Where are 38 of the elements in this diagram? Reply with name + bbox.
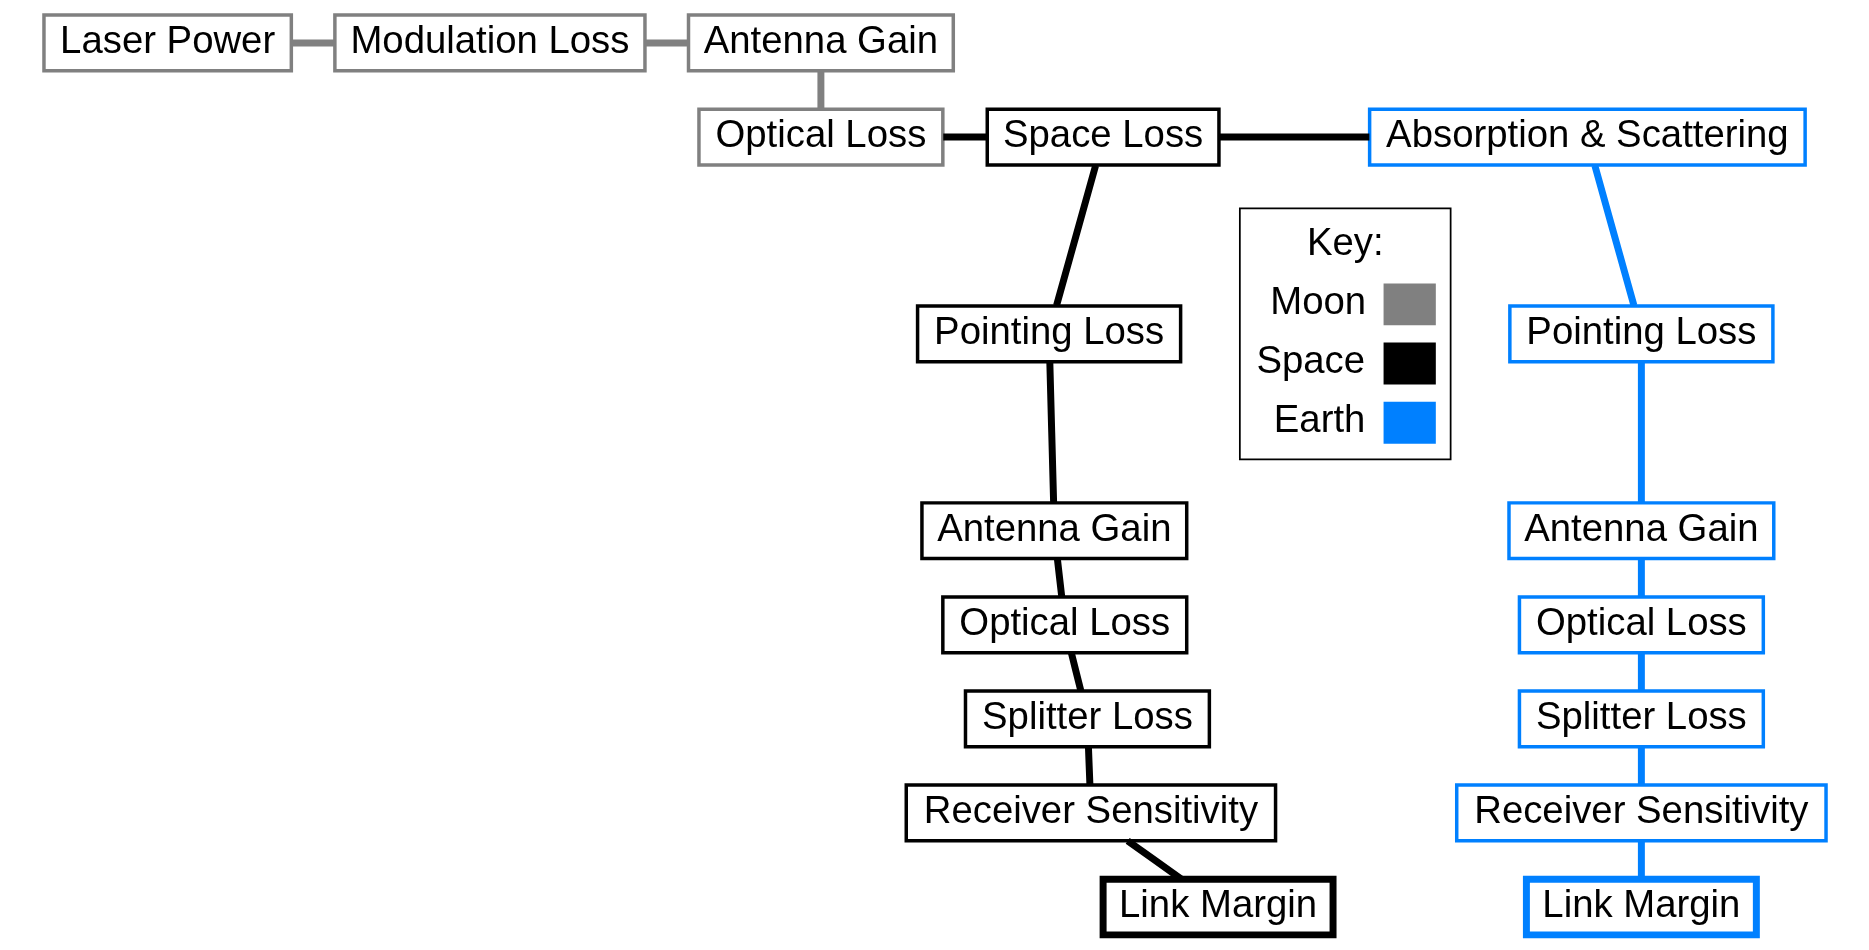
node-box: Receiver Sensitivity (1454, 783, 1828, 843)
connector (1084, 746, 1093, 785)
node-box: Link Margin (1522, 875, 1760, 939)
legend-label: Earth (1273, 397, 1365, 441)
connector (1218, 133, 1369, 141)
connector (1052, 164, 1099, 307)
connector (291, 39, 334, 47)
node-box: Pointing Loss (915, 304, 1182, 364)
node-box: Receiver Sensitivity (904, 783, 1277, 843)
legend-label: Moon (1269, 279, 1366, 323)
node-box: Link Margin (1099, 875, 1337, 939)
node-box: Modulation Loss (332, 13, 647, 73)
connector (1067, 651, 1084, 692)
connector (1591, 164, 1637, 307)
node-box: Absorption & Scattering (1367, 107, 1807, 167)
node-box: Splitter Loss (1517, 689, 1765, 749)
node-box: Laser Power (41, 13, 293, 73)
connector (816, 70, 824, 109)
connector (1637, 652, 1645, 691)
legend-label: Space (1255, 338, 1365, 382)
node-box: Optical Loss (696, 107, 945, 167)
connector (1637, 840, 1645, 879)
connector (644, 39, 688, 47)
connector (1637, 558, 1645, 597)
node-box: Space Loss (985, 107, 1221, 167)
connector (1045, 362, 1057, 503)
node-box: Antenna Gain (919, 501, 1188, 561)
connector (1053, 558, 1065, 597)
label: Key: (1306, 219, 1384, 263)
node-box: Pointing Loss (1507, 304, 1775, 364)
node-box: Antenna Gain (686, 13, 955, 73)
node-box: Antenna Gain (1506, 501, 1775, 561)
node-box: Splitter Loss (963, 689, 1211, 749)
connector (1637, 746, 1645, 785)
connector (942, 133, 987, 141)
connector (1637, 362, 1645, 503)
node-box: Optical Loss (940, 595, 1188, 655)
node-box: Optical Loss (1517, 595, 1765, 655)
